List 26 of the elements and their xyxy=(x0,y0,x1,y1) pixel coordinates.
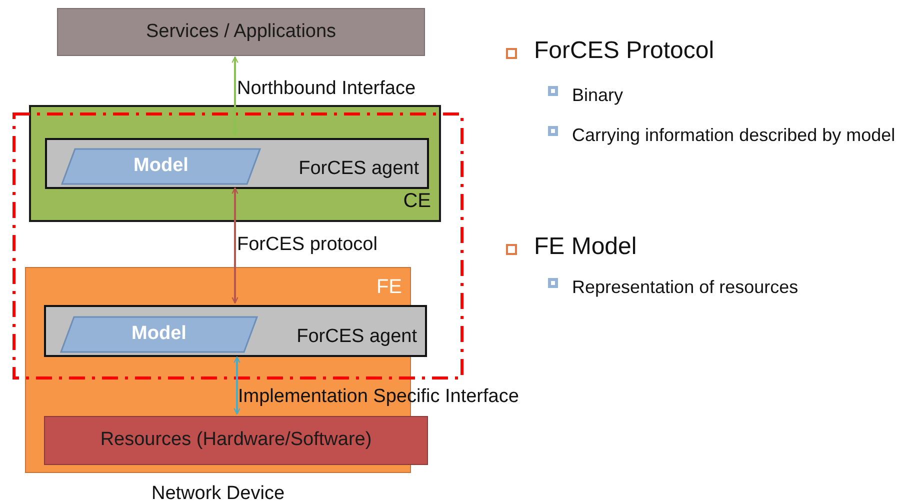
bullet-text: Carrying information described by model xyxy=(572,124,896,147)
model-label: Model xyxy=(132,322,186,346)
element-label: FE xyxy=(376,275,402,300)
edge-label: ForCES protocol xyxy=(237,233,378,257)
bullet-heading: FE Model xyxy=(534,232,637,262)
model-parallelogram xyxy=(61,148,261,185)
model-parallelogram xyxy=(60,316,258,353)
model-label: Model xyxy=(134,154,188,178)
resources-box xyxy=(44,416,428,465)
agent-label: ForCES agent xyxy=(296,324,417,348)
element-label: CE xyxy=(403,189,431,214)
layer-box xyxy=(57,8,425,56)
device-caption: Network Device xyxy=(150,482,286,503)
double-arrow xyxy=(232,187,238,304)
box-label: Services / Applications xyxy=(146,20,336,44)
double-arrow xyxy=(234,356,240,415)
box-label: Resources (Hardware/Software) xyxy=(100,428,372,452)
bullet-text: Binary xyxy=(572,84,624,107)
agent-box xyxy=(45,138,429,189)
agent-label: ForCES agent xyxy=(298,156,419,180)
edge-label: Northbound Interface xyxy=(237,77,416,101)
double-arrow xyxy=(232,56,238,136)
ce-box xyxy=(29,105,441,222)
agent-box xyxy=(44,305,427,357)
bullet-text: Representation of resources xyxy=(572,276,800,299)
bullet-heading: ForCES Protocol xyxy=(534,36,714,66)
